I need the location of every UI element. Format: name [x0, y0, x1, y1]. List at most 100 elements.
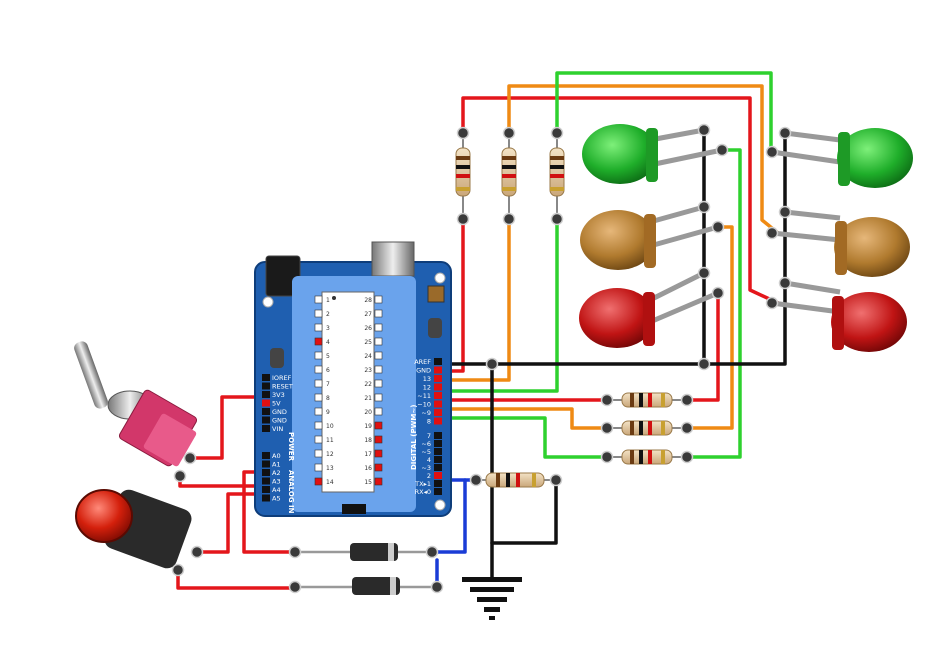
header-pin — [434, 358, 442, 365]
header-pin — [434, 432, 442, 439]
header-pin — [262, 460, 270, 468]
chip-pin — [374, 337, 383, 346]
connection-dot — [778, 276, 792, 290]
ground-symbol — [462, 577, 522, 620]
header-pin-label: 2 — [427, 472, 431, 480]
connection-dot — [765, 145, 779, 159]
chip-pin — [374, 393, 383, 402]
connection-dot — [778, 126, 792, 140]
chip-pin-label: 21 — [364, 395, 372, 402]
chip-pin-label: 25 — [364, 339, 372, 346]
chip-pin — [314, 323, 323, 332]
resistor-mid — [607, 420, 687, 436]
header-pin-label: GND — [416, 367, 431, 375]
connection-dot — [288, 580, 302, 594]
capacitor — [428, 318, 442, 338]
header-pin — [262, 408, 270, 415]
atmega-chip — [321, 291, 375, 493]
header-pin — [262, 452, 270, 459]
resistor-top — [549, 133, 565, 219]
header-pin-label: ~6 — [421, 440, 431, 448]
chip-pin — [314, 309, 323, 318]
chip-pin-label: 16 — [364, 465, 372, 472]
led-left-amber — [580, 204, 719, 270]
connection-dot — [680, 393, 694, 407]
header-pin — [262, 494, 270, 502]
header-pin-label: 4 — [427, 456, 431, 464]
chip-pin — [314, 435, 323, 444]
connection-dot — [485, 357, 499, 371]
header-pin-label: A1 — [272, 461, 281, 469]
chip-pin-label: 8 — [326, 395, 330, 402]
wire-red-btn — [176, 568, 297, 590]
header-pin-label: TX▸1 — [414, 480, 431, 488]
connection-dot — [456, 212, 470, 226]
chip-pin — [374, 309, 383, 318]
chip-pin — [314, 295, 323, 304]
chip-pin — [374, 323, 383, 332]
chip-pin-label: 2 — [326, 311, 330, 318]
header-pin — [262, 477, 270, 485]
chip-pin — [314, 477, 323, 486]
wire-green-res-pin11 — [438, 217, 559, 393]
chip-pin — [374, 449, 383, 458]
header-pin-label: A5 — [272, 495, 281, 503]
chip-pin — [314, 421, 323, 430]
icsp-header — [342, 504, 366, 514]
label-analog: ANALOG IN — [287, 470, 295, 514]
capacitor — [270, 348, 284, 368]
connection-dot — [550, 126, 564, 140]
header-pin-label: 5V — [272, 400, 281, 408]
chip-pin-label: 10 — [326, 423, 334, 430]
chip-pin — [314, 449, 323, 458]
mid-resistors — [607, 392, 687, 465]
resistor-mid — [607, 392, 687, 408]
mount-hole — [262, 296, 274, 308]
wire-blue-diodes — [430, 478, 467, 554]
header-pin-label: RESET — [272, 383, 293, 391]
chip-pin — [314, 463, 323, 472]
led-right-red — [771, 280, 907, 352]
chip-pin — [314, 365, 323, 374]
chip-pin-label: 20 — [364, 409, 372, 416]
mount-hole — [434, 499, 446, 511]
wire-orange-top — [507, 84, 780, 235]
chip-pin — [374, 407, 383, 416]
header-pin-label: IOREF — [272, 374, 292, 382]
diode-2 — [295, 577, 437, 595]
led-left-red — [579, 270, 719, 348]
header-pin-label: ~3 — [421, 464, 431, 472]
header-pin-label: ~11 — [417, 392, 431, 400]
chip-pin — [374, 365, 383, 374]
label-power: POWER — [287, 432, 295, 462]
chip-pin-label: 24 — [364, 353, 372, 360]
header-pin — [262, 391, 270, 398]
header-pin-label: 3V3 — [272, 391, 285, 399]
chip-pin — [314, 393, 323, 402]
pull-down-resistor — [476, 472, 556, 488]
chip-pin — [374, 477, 383, 486]
connection-dot — [697, 200, 711, 214]
wire-orange-pin9 — [438, 407, 609, 430]
header-pin-label: 12 — [423, 384, 431, 392]
connection-dot — [778, 205, 792, 219]
chip-pin — [374, 295, 383, 304]
connection-dot — [183, 451, 197, 465]
connection-dot — [502, 126, 516, 140]
chip-pin-label: 7 — [326, 381, 330, 388]
connection-dot — [430, 580, 444, 594]
connection-dot — [469, 473, 483, 487]
header-pin-label: A4 — [272, 486, 281, 494]
chip-pin — [374, 351, 383, 360]
header-pin — [262, 382, 270, 390]
header-pin — [434, 464, 442, 471]
header-pin-label: A3 — [272, 478, 281, 486]
push-button — [75, 489, 192, 569]
chip-pin-label: 19 — [364, 423, 372, 430]
header-pin-label: GND — [272, 408, 287, 416]
connection-dot — [680, 421, 694, 435]
led-right-amber — [771, 209, 910, 277]
header-pin — [262, 469, 270, 476]
connection-dot — [711, 220, 725, 234]
